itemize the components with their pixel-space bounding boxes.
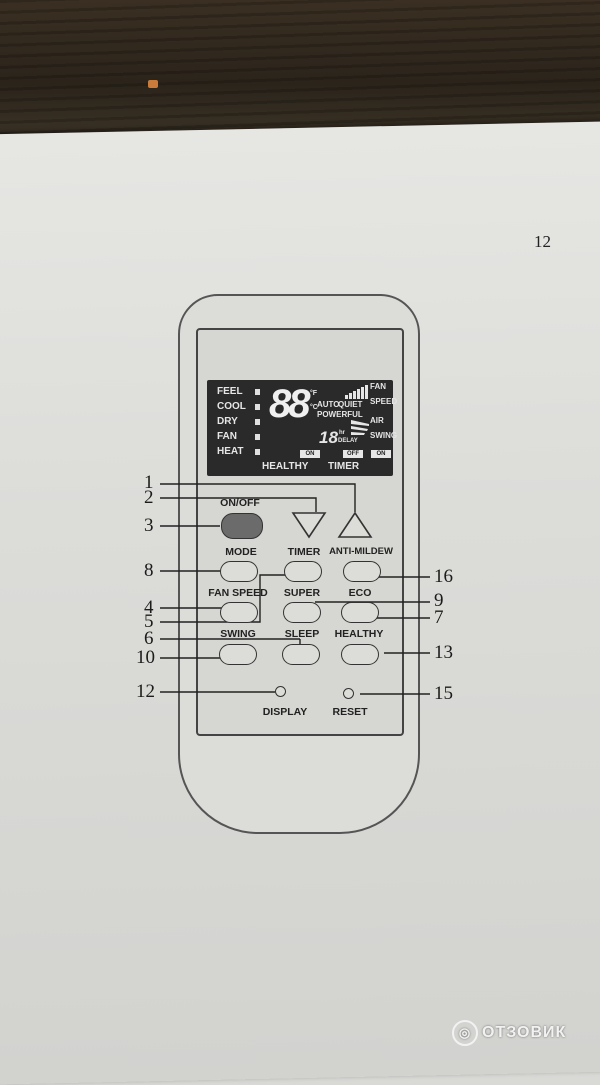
callout-5: 5 [144, 611, 154, 632]
lcd-timer-digits: 18 [319, 428, 338, 447]
fan-speed-bars-icon [345, 385, 368, 399]
lcd-swing: SWING [370, 431, 398, 440]
eco-button[interactable] [341, 602, 379, 623]
reset-button[interactable] [343, 688, 354, 699]
lcd-auto: AUTO [317, 400, 340, 409]
table-spot [148, 80, 158, 88]
callout-8: 8 [144, 560, 154, 581]
lcd-temperature-digits: 88 [269, 382, 310, 426]
watermark: ◎ОТЗОВИК [452, 1020, 592, 1050]
temp-down-button[interactable] [290, 510, 328, 540]
lcd-hr: hr [339, 430, 345, 436]
otzovik-icon: ◎ [452, 1020, 478, 1046]
fan-speed-label: FAN SPEED [208, 587, 268, 599]
anti-mildew-button[interactable] [343, 561, 381, 582]
lcd-mode-feel: FEEL [217, 386, 243, 397]
sleep-button[interactable] [282, 644, 320, 665]
lcd-fan: FAN [370, 382, 386, 391]
lcd-speed: SPEED [370, 397, 398, 406]
temp-up-button[interactable] [336, 510, 374, 540]
lcd-timer: TIMER [328, 461, 360, 472]
lcd-mode-heat: HEAT [217, 446, 244, 457]
lcd-display: FEEL COOL DRY FAN HEAT 88 °F °C AUTO QUI… [207, 380, 397, 476]
callout-3: 3 [144, 515, 154, 536]
anti-mildew-label: ANTI-MILDEW [329, 546, 393, 557]
callout-16: 16 [434, 566, 453, 587]
lcd-mode-indicator [255, 434, 260, 440]
lcd-quiet: QUIET [338, 400, 363, 409]
lcd-mode-indicator [255, 389, 260, 395]
swing-button[interactable] [219, 644, 257, 665]
healthy-button[interactable] [341, 644, 379, 665]
onoff-button[interactable] [221, 513, 263, 539]
lcd-mode-fan: FAN [217, 431, 237, 442]
lcd-unit-c: °C [310, 404, 318, 411]
callout-15: 15 [434, 683, 453, 704]
sleep-label: SLEEP [284, 628, 320, 640]
callout-6: 6 [144, 628, 154, 649]
page-number: 12 [534, 232, 551, 251]
lcd-mode-indicator [255, 404, 260, 410]
lcd-mode-dry: DRY [217, 416, 238, 427]
lcd-unit-f: °F [310, 390, 318, 397]
lcd-timer-off: OFF [343, 450, 363, 458]
lcd-mode-cool: COOL [217, 401, 246, 412]
fan-speed-button[interactable] [220, 602, 258, 623]
lcd-healthy: HEALTHY [262, 461, 309, 472]
eco-label: ECO [348, 587, 372, 599]
lcd-mode-indicator [255, 419, 260, 425]
lcd-delay: DELAY [338, 438, 358, 444]
lcd-healthy-on: ON [300, 450, 320, 458]
callout-10: 10 [136, 647, 155, 668]
callout-9: 9 [434, 590, 444, 611]
callout-1: 1 [144, 472, 154, 493]
super-button[interactable] [283, 602, 321, 623]
super-label: SUPER [283, 587, 321, 599]
display-button[interactable] [275, 686, 286, 697]
callout-4: 4 [144, 597, 154, 618]
healthy-label: HEALTHY [334, 628, 384, 640]
callout-13: 13 [434, 642, 453, 663]
lcd-air: AIR [370, 416, 384, 425]
reset-label: RESET [332, 706, 368, 718]
air-swing-fan-icon [351, 420, 369, 435]
lcd-powerful: POWERFUL [317, 410, 363, 419]
timer-label: TIMER [287, 546, 321, 558]
callout-7: 7 [434, 607, 444, 628]
lcd-timer-on: ON [371, 450, 391, 458]
callout-2: 2 [144, 487, 154, 508]
wooden-table-background [0, 0, 600, 140]
mode-label: MODE [225, 546, 257, 558]
onoff-label: ON/OFF [220, 497, 260, 509]
lcd-mode-indicator [255, 449, 260, 455]
timer-button[interactable] [284, 561, 322, 582]
swing-label: SWING [220, 628, 256, 640]
mode-button[interactable] [220, 561, 258, 582]
callout-12: 12 [136, 681, 155, 702]
watermark-text: ОТЗОВИК [482, 1024, 567, 1042]
display-label: DISPLAY [262, 706, 308, 718]
